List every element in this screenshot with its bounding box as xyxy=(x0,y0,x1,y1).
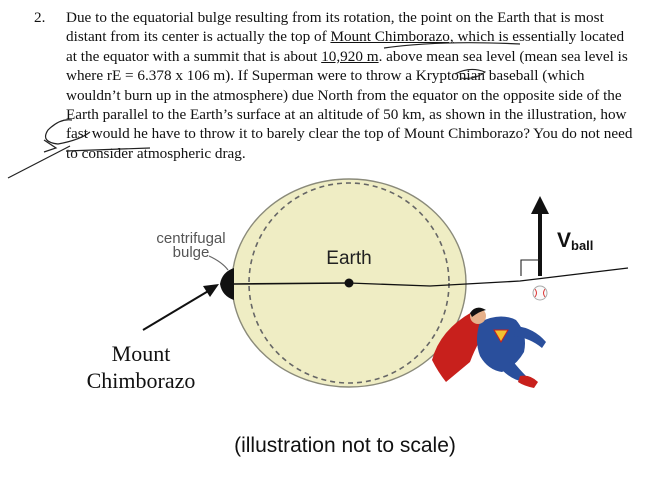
bulge-pointer xyxy=(208,255,229,271)
problem-text: Due to the equatorial bulge resulting fr… xyxy=(66,8,634,163)
hand-swirl-mark xyxy=(454,68,487,79)
hand-curve-mark xyxy=(45,119,91,145)
label-centrifugal: centrifugal xyxy=(156,230,225,247)
problem-number: 2. xyxy=(34,9,46,26)
mountain-bump xyxy=(220,268,234,300)
baseball-seam xyxy=(534,288,546,298)
superman-hair xyxy=(470,307,486,317)
earth-sphere-dashed xyxy=(248,182,450,384)
label-chimborazo: Chimborazo xyxy=(87,368,196,393)
velocity-arrow-head xyxy=(531,196,549,214)
mountain-name: Mount Chimborazo, xyxy=(330,28,454,46)
label-earth: Earth xyxy=(326,248,371,269)
superman-body xyxy=(477,316,525,372)
problem-text-2: which is essentially located at the equa… xyxy=(66,28,625,65)
problem-statement: 2. Due to the equatorial bulge resulting… xyxy=(34,8,634,163)
horizon-line xyxy=(348,267,629,287)
hand-underline-mark xyxy=(383,42,521,49)
hand-diagonal-line xyxy=(7,145,71,179)
altitude-value: 10,920 m xyxy=(321,47,379,65)
radius-line xyxy=(233,282,350,285)
problem-text-1: Due to the equatorial bulge resulting fr… xyxy=(66,9,604,46)
superman-boot xyxy=(518,375,538,388)
label-mount: Mount xyxy=(112,341,171,366)
hand-arrow-mark xyxy=(43,139,58,153)
label-bulge: bulge xyxy=(173,244,210,261)
superman-figure xyxy=(432,307,546,388)
hand-strike-mark xyxy=(65,147,151,152)
superman-arm xyxy=(514,326,546,348)
baseball xyxy=(532,285,548,301)
superman-emblem xyxy=(493,329,509,343)
right-angle-mark xyxy=(520,259,540,276)
label-velocity: Vball xyxy=(557,229,593,253)
problem-text-3: . above mean sea level (mean sea level i… xyxy=(66,47,633,162)
mount-arrow-head xyxy=(203,284,219,297)
superman-cape xyxy=(432,312,492,382)
figure-caption: (illustration not to scale) xyxy=(234,434,456,457)
mount-arrow-shaft xyxy=(142,289,211,331)
